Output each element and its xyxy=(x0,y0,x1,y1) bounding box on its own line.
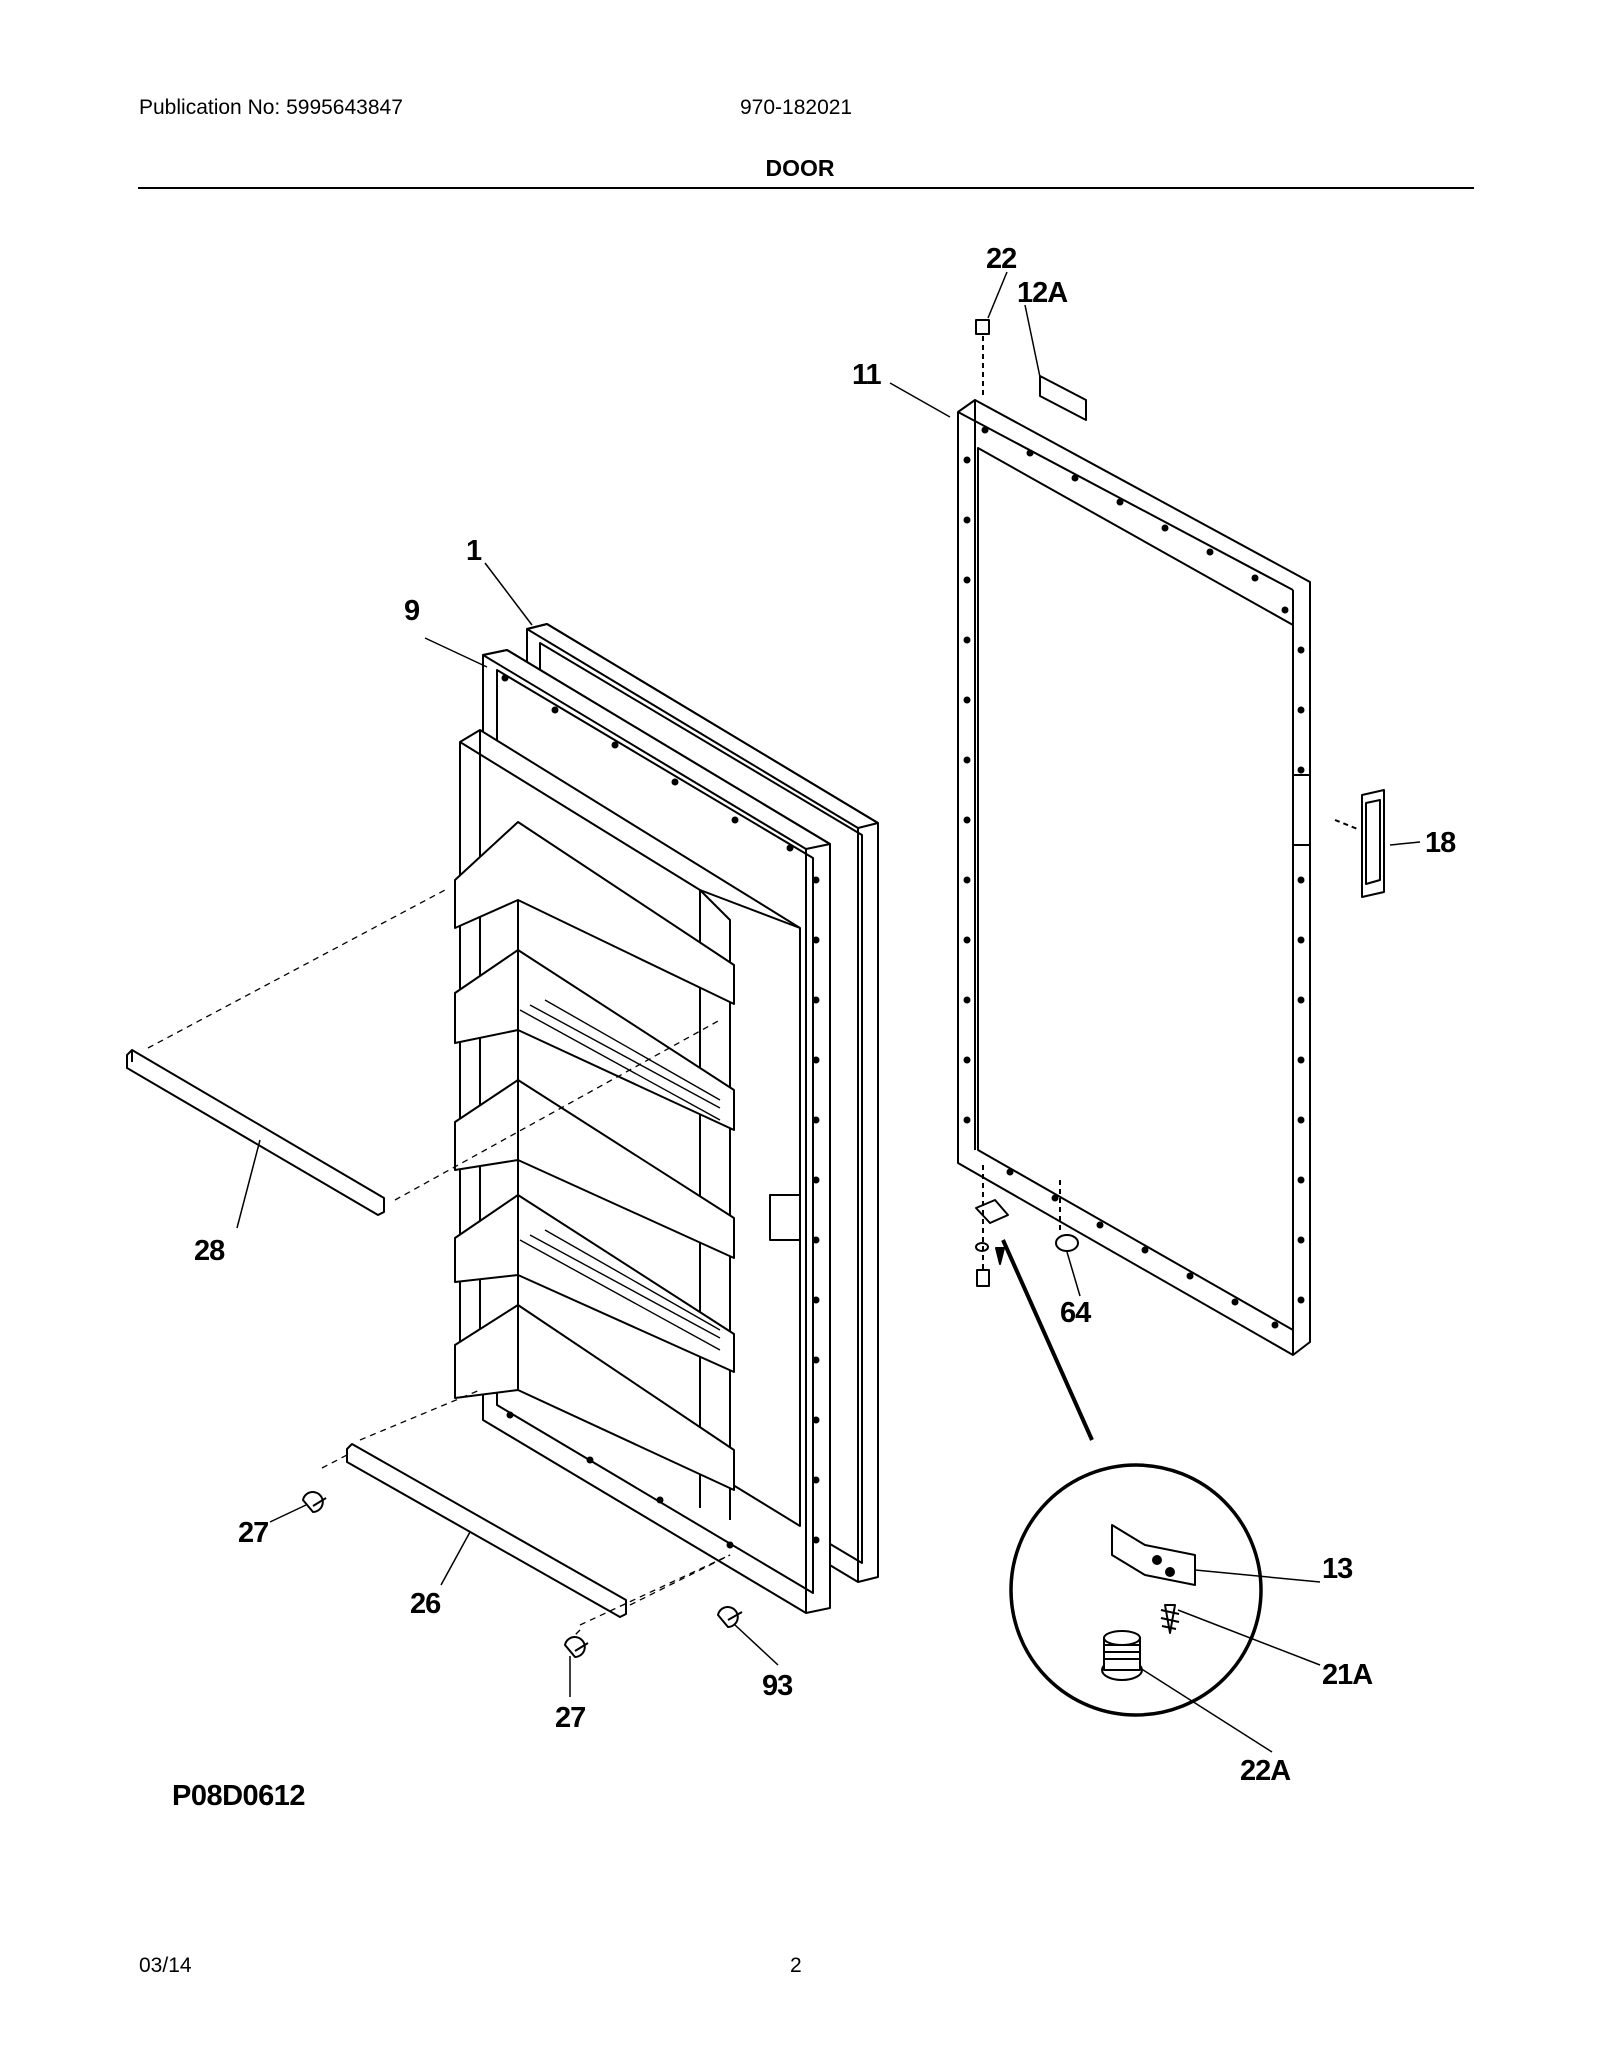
header-rule xyxy=(138,187,1474,189)
door-trim-strip-bottom xyxy=(346,1443,627,1618)
callout-22: 22 xyxy=(986,243,1016,275)
callout-12a: 12A xyxy=(1017,277,1068,309)
callout-93: 93 xyxy=(762,1670,793,1702)
callout-9: 9 xyxy=(404,595,420,627)
liner-screw-holes xyxy=(501,674,820,1549)
hinge-detail-view xyxy=(1009,1463,1263,1717)
callout-21a: 21A xyxy=(1322,1659,1373,1691)
callout-labels: 1 9 11 12A 22 18 13 21A 22A 64 28 26 27 … xyxy=(194,243,1457,1787)
callout-27-left: 27 xyxy=(238,1517,268,1549)
label-part xyxy=(1039,375,1087,421)
hinge-hardware xyxy=(975,1165,1094,1441)
outer-door-panel xyxy=(957,399,1311,1356)
screw-part xyxy=(302,1491,743,1658)
callout-28: 28 xyxy=(194,1235,225,1267)
model-number: 970-182021 xyxy=(740,96,853,119)
publication-number: Publication No: 5995643847 xyxy=(139,96,403,119)
plug-part xyxy=(975,319,990,395)
door-trim-strip-top xyxy=(126,1049,385,1216)
callout-1: 1 xyxy=(466,535,482,567)
cap-part xyxy=(1055,1234,1079,1252)
callout-13: 13 xyxy=(1322,1553,1353,1585)
door-liner xyxy=(454,649,831,1614)
door-handle xyxy=(1334,789,1385,898)
callout-18: 18 xyxy=(1425,827,1456,859)
drawing-code: P08D0612 xyxy=(172,1780,306,1812)
door-panel-screw-holes xyxy=(963,426,1305,1329)
section-title: DOOR xyxy=(765,155,835,181)
callout-22a: 22A xyxy=(1240,1755,1291,1787)
page-number: 2 xyxy=(790,1954,802,1977)
callout-11: 11 xyxy=(852,359,882,391)
callout-leaders xyxy=(236,271,1421,1753)
callout-64: 64 xyxy=(1060,1297,1091,1329)
footer-date: 03/14 xyxy=(139,1954,192,1977)
assembly-guide-lines xyxy=(147,889,731,1636)
callout-26: 26 xyxy=(410,1588,441,1620)
callout-27-bottom: 27 xyxy=(555,1702,585,1734)
